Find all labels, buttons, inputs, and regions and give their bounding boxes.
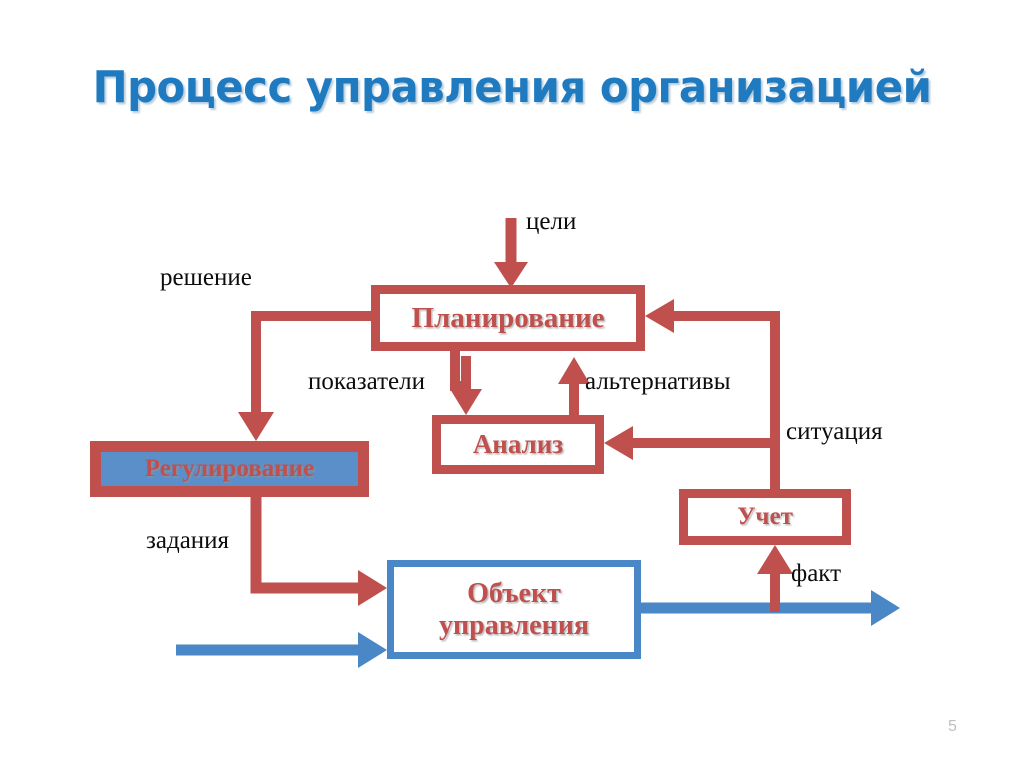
edge-label-situation: ситуация <box>786 418 883 445</box>
node-object-label-line1: Объект <box>467 578 561 610</box>
connector-analysis-to-planning <box>558 357 590 415</box>
edge-label-alternatives: альтернативы <box>585 368 731 395</box>
page-number: 5 <box>948 718 957 735</box>
edge-label-decision: решение <box>160 264 252 291</box>
connector-accounting-to-planning <box>645 299 780 489</box>
node-regulation[interactable]: Регулирование <box>90 441 369 497</box>
connector-input-to-object <box>176 632 387 668</box>
edge-label-fact: факт <box>791 560 842 587</box>
edge-label-tasks: задания <box>146 527 230 554</box>
node-accounting-label: Учет <box>737 503 793 530</box>
connector-accounting-to-analysis <box>604 426 775 460</box>
node-analysis-label: Анализ <box>472 429 564 460</box>
edge-label-goals: цели <box>526 208 577 235</box>
page-title: Процесс управления организацией <box>92 62 932 113</box>
node-analysis[interactable]: Анализ <box>432 415 604 474</box>
node-planning[interactable]: Планирование <box>371 285 645 351</box>
node-accounting[interactable]: Учет <box>679 489 851 545</box>
node-planning-label: Планирование <box>411 301 605 334</box>
node-object-label-line2: управления <box>438 609 589 641</box>
edge-label-indicators: показатели <box>308 368 425 395</box>
connector-goals-to-planning <box>494 218 528 288</box>
connector-planning-to-regulation <box>238 311 371 441</box>
node-object-of-management[interactable]: Объект управления <box>387 560 641 659</box>
connector-planning-to-analysis <box>450 351 482 415</box>
connector-object-to-output <box>641 590 900 626</box>
node-regulation-label: Регулирование <box>144 455 315 482</box>
connector-object-to-accounting <box>757 545 793 612</box>
connector-regulation-to-object <box>250 497 387 606</box>
